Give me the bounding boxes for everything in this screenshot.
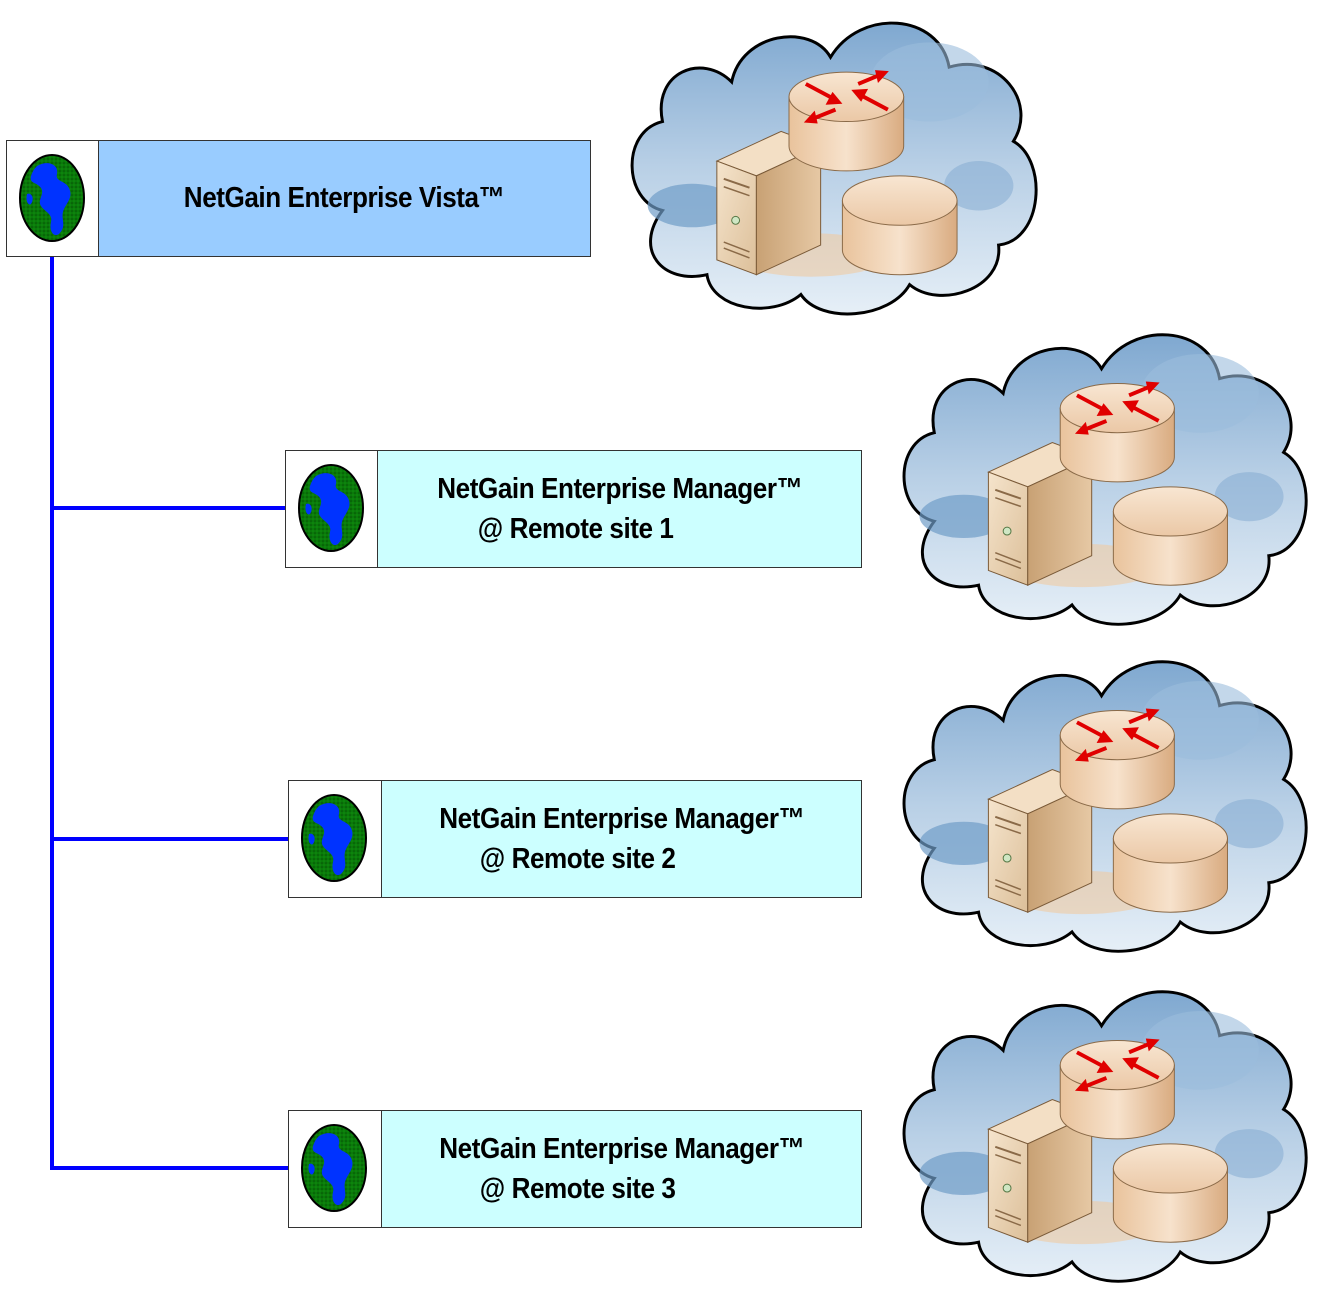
manager-site-label: @ Remote site 1 xyxy=(477,513,674,545)
network-cloud-icon xyxy=(890,645,1318,961)
network-cloud-icon xyxy=(890,318,1318,634)
manager-title: NetGain Enterprise Manager™ xyxy=(439,1133,804,1165)
network-cloud-icon xyxy=(618,6,1048,324)
enterprise-manager-node-1[interactable]: NetGain Enterprise Manager™ @ Remote sit… xyxy=(285,450,862,568)
manager-title: NetGain Enterprise Manager™ xyxy=(439,803,804,835)
enterprise-vista-node[interactable]: NetGain Enterprise Vista™ xyxy=(6,140,591,257)
globe-icon xyxy=(286,451,378,567)
enterprise-manager-node-3[interactable]: NetGain Enterprise Manager™ @ Remote sit… xyxy=(288,1110,862,1228)
enterprise-manager-node-2[interactable]: NetGain Enterprise Manager™ @ Remote sit… xyxy=(288,780,862,898)
manager-site-label: @ Remote site 3 xyxy=(479,1173,676,1205)
network-cloud-icon xyxy=(890,976,1318,1290)
globe-icon xyxy=(7,141,99,256)
vista-title: NetGain Enterprise Vista™ xyxy=(184,182,505,214)
globe-icon xyxy=(289,781,382,897)
manager-site-label: @ Remote site 2 xyxy=(479,843,676,875)
manager-title: NetGain Enterprise Manager™ xyxy=(437,473,802,505)
globe-icon xyxy=(289,1111,382,1227)
